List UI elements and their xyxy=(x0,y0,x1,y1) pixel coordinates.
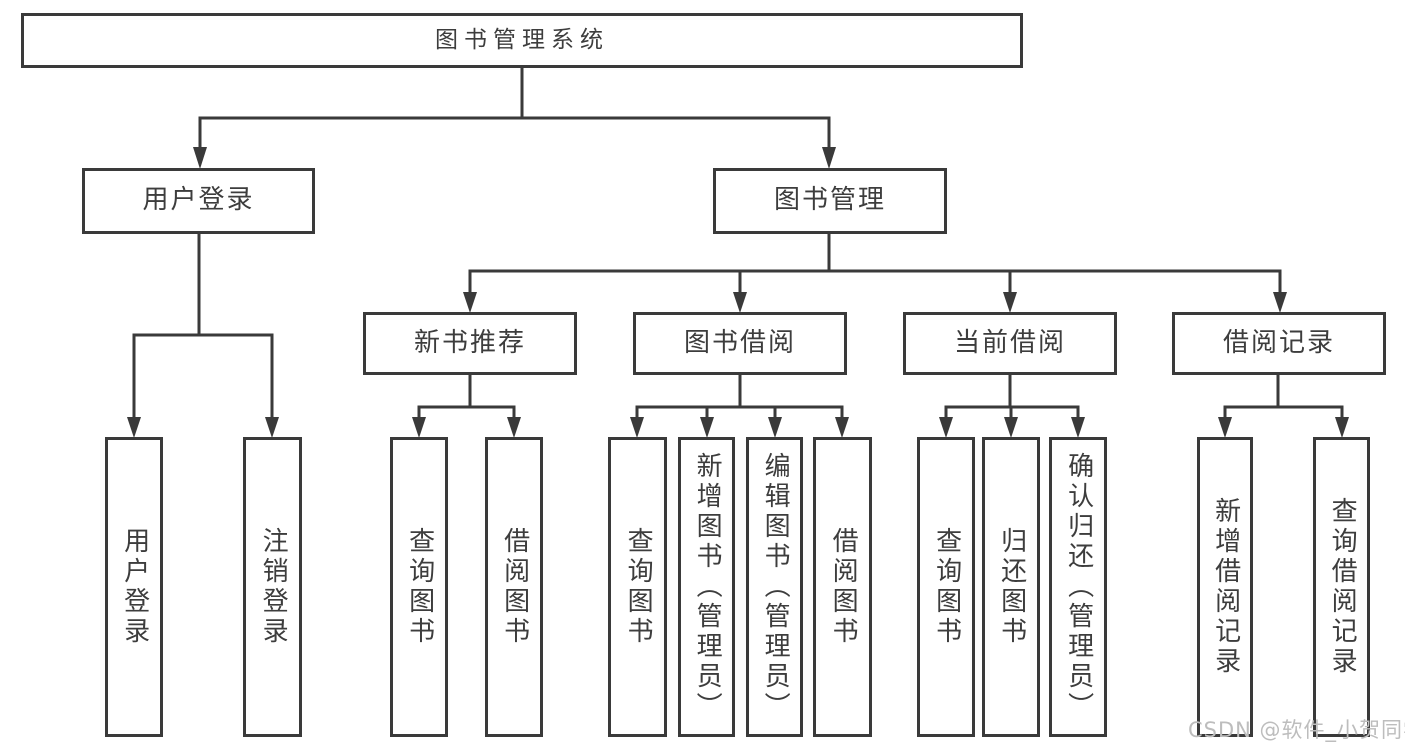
leaf-add-book-admin: 新增图书（管理员） xyxy=(678,437,735,737)
csdn-watermark: CSDN @软件_小贺同学 xyxy=(1188,718,1405,742)
leaf-return-books: 归还图书 xyxy=(982,437,1040,737)
node-borrowing-records: 借阅记录 xyxy=(1172,312,1386,375)
leaf-borrow-books-borrowing: 借阅图书 xyxy=(813,437,872,737)
leaf-borrow-books-recommend: 借阅图书 xyxy=(485,437,543,737)
leaf-query-books-borrowing: 查询图书 xyxy=(608,437,667,737)
leaf-query-books-current: 查询图书 xyxy=(917,437,975,737)
node-library-management-system: 图书管理系统 xyxy=(21,13,1023,68)
leaf-query-books-recommend: 查询图书 xyxy=(390,437,448,737)
leaf-logout: 注销登录 xyxy=(243,437,302,737)
node-current-borrowing: 当前借阅 xyxy=(903,312,1117,375)
leaf-user-login: 用户登录 xyxy=(105,437,163,737)
node-book-borrowing: 图书借阅 xyxy=(633,312,847,375)
leaf-confirm-return-admin: 确认归还（管理员） xyxy=(1049,437,1107,737)
leaf-edit-book-admin: 编辑图书（管理员） xyxy=(746,437,803,737)
node-new-book-recommendation: 新书推荐 xyxy=(363,312,577,375)
node-user-login: 用户登录 xyxy=(82,168,315,234)
node-book-management: 图书管理 xyxy=(713,168,947,234)
leaf-query-borrow-record: 查询借阅记录 xyxy=(1313,437,1370,737)
leaf-add-borrow-record: 新增借阅记录 xyxy=(1197,437,1253,737)
